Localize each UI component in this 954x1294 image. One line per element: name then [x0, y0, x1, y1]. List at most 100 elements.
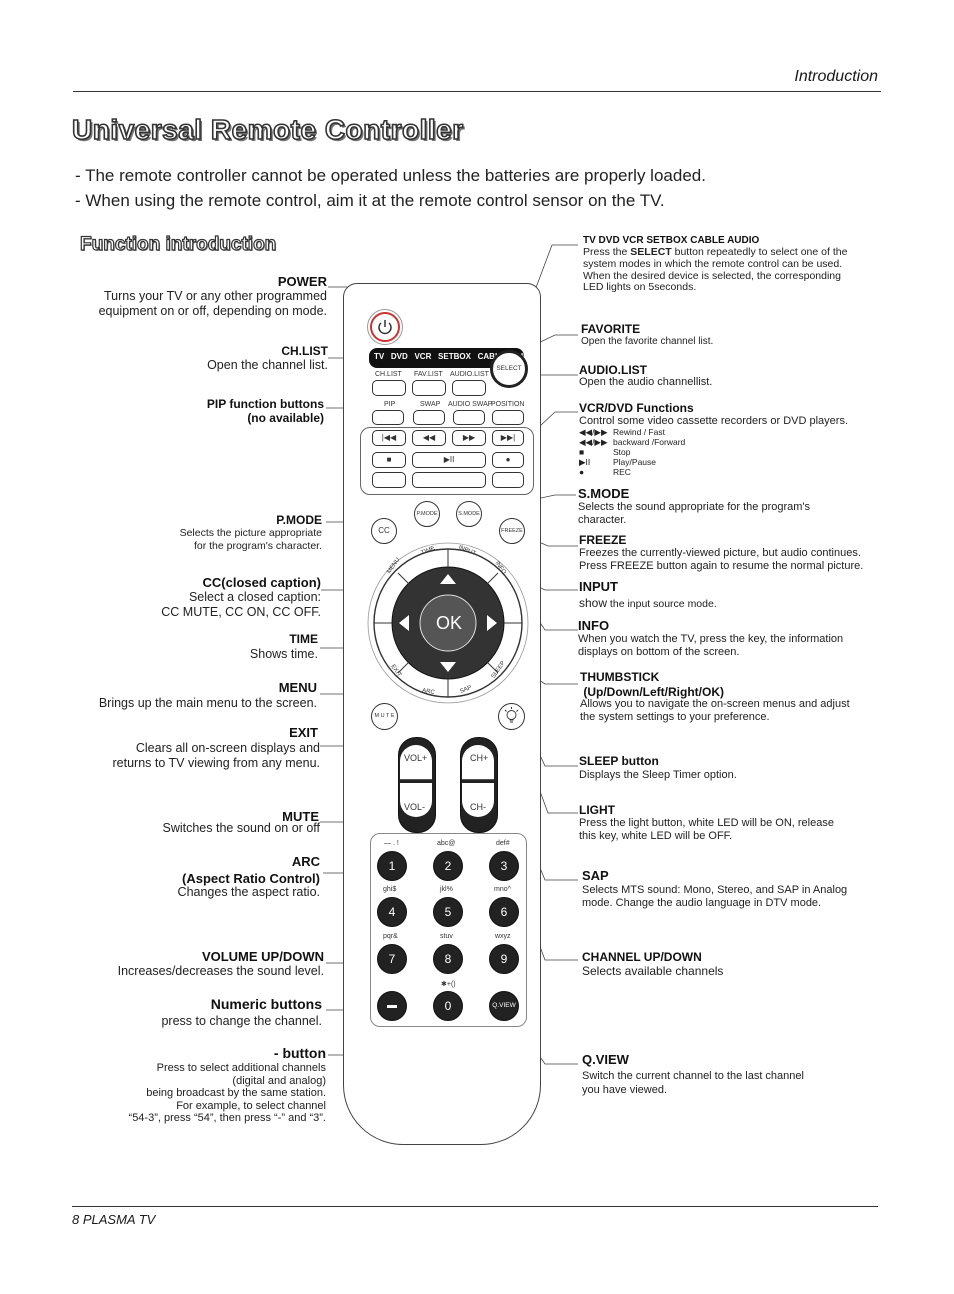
vcr-label: VCR/DVD Functions — [579, 401, 694, 415]
vcr-legend-text: Rewind / Fast — [613, 427, 665, 437]
smode-button[interactable]: S.MODE — [456, 501, 482, 527]
mode-audio[interactable]: AUDIO — [511, 352, 538, 361]
qview-button[interactable]: Q.VIEW — [489, 991, 519, 1021]
mode-labels: TV DVD VCR SETBOX CABLE AUDIO — [374, 352, 537, 361]
record-button[interactable]: ● — [492, 452, 524, 468]
blank-button-right[interactable] — [492, 472, 524, 488]
key-6[interactable]: 6 — [489, 897, 519, 927]
next-button[interactable]: ▶▶| — [492, 430, 524, 446]
key-7-letters: pqr& — [383, 933, 398, 940]
rewind-button[interactable]: ◀◀ — [412, 430, 446, 446]
mode-tv[interactable]: TV — [374, 352, 385, 361]
mode-desc: Press the SELECT button repeatedly to se… — [583, 246, 847, 294]
key-3[interactable]: 3 — [489, 851, 519, 881]
mode-cable[interactable]: CABLE — [477, 352, 506, 361]
pip-button[interactable] — [372, 410, 404, 425]
audiolist-desc: Open the audio channellist. — [579, 376, 713, 388]
vcr-legend-text: Play/Pause — [613, 457, 656, 467]
play-pause-button[interactable]: ▶II — [412, 452, 486, 468]
freeze-desc-line1: Freezes the currently-viewed picture, bu… — [579, 547, 861, 559]
header-rule — [73, 91, 881, 92]
record-icon: ● — [579, 467, 585, 477]
key-8[interactable]: 8 — [433, 944, 463, 974]
keypad-frame — [370, 833, 527, 1027]
blank-button-center[interactable] — [412, 472, 486, 488]
position-key-label: POSITION — [491, 401, 525, 408]
dash-desc: Press to select additional channels(digi… — [129, 1062, 326, 1125]
section-subtitle: Function introduction — [79, 233, 277, 255]
pip-label: PIP function buttons(no available) — [207, 397, 324, 425]
stop-button[interactable]: ■ — [372, 452, 406, 468]
fastforward-button[interactable]: ▶▶ — [452, 430, 486, 446]
key-0[interactable]: 0 — [433, 991, 463, 1021]
key-4-letters: ghi$ — [383, 886, 397, 893]
nav-ring — [367, 542, 529, 704]
qview-label: Q.VIEW — [582, 1052, 629, 1067]
power-icon — [378, 320, 392, 335]
swap-key-label: SWAP — [420, 401, 441, 408]
audioswap-button[interactable] — [453, 410, 485, 425]
mode-dvd[interactable]: DVD — [390, 352, 408, 361]
prev-button[interactable]: |◀◀ — [372, 430, 406, 446]
freeze-button[interactable]: FREEZE — [499, 518, 525, 544]
power-button[interactable] — [370, 312, 400, 342]
key-0-letters: ✱+() — [441, 981, 456, 988]
mode-vcr[interactable]: VCR — [414, 352, 432, 361]
info-label: INFO — [578, 618, 610, 633]
pip-label-line2: (no available) — [247, 411, 324, 425]
key-1-letters: — . ! — [384, 840, 399, 847]
audiolist-button[interactable] — [452, 380, 486, 396]
light-desc: Press the light button, white LED will b… — [579, 817, 834, 843]
cc-label: CC(closed caption) — [202, 575, 321, 590]
qview-desc-line2: you have viewed. — [582, 1083, 667, 1096]
footer-rule — [72, 1206, 878, 1207]
favlist-key-label: FAV.LIST — [414, 371, 443, 378]
audiolist-label: AUDIO.LIST — [579, 363, 647, 377]
key-2-letters: abc@ — [437, 840, 456, 847]
mode-setbox[interactable]: SETBOX — [438, 352, 471, 361]
select-button[interactable]: SELECT — [490, 350, 528, 388]
arc-label-line2: (Aspect Ratio Control) — [182, 871, 320, 886]
ok-button[interactable]: OK — [436, 613, 463, 633]
audiolist-key-label: AUDIO.LIST — [450, 371, 489, 378]
menu-desc: Brings up the main menu to the screen. — [98, 696, 317, 710]
exit-desc-line2: returns to TV viewing from any menu. — [112, 755, 321, 770]
vol-down-button[interactable] — [400, 783, 432, 817]
favorite-label: FAVORITE — [581, 322, 641, 336]
key-9[interactable]: 9 — [489, 944, 519, 974]
light-button[interactable] — [498, 703, 525, 730]
key-4[interactable]: 4 — [377, 897, 407, 927]
mode-desc-line2: system modes in which the remote control… — [583, 257, 843, 270]
ch-down-button[interactable] — [462, 783, 494, 817]
favlist-button[interactable] — [412, 380, 446, 396]
time-desc: Shows time. — [249, 647, 318, 661]
position-button[interactable] — [492, 410, 524, 425]
blank-button-left[interactable] — [372, 472, 406, 488]
key-5-letters: jkl% — [440, 886, 453, 893]
cc-desc-line1: Select a closed caption: — [188, 590, 321, 604]
dash-button[interactable] — [377, 991, 407, 1021]
key-2[interactable]: 2 — [433, 851, 463, 881]
qview-desc: Switch the current channel to the last c… — [582, 1070, 804, 1097]
swap-button[interactable] — [413, 410, 445, 425]
sap-desc: Selects MTS sound: Mono, Stereo, and SAP… — [582, 884, 847, 910]
pmode-desc-line1: Selects the picture appropriate — [179, 527, 322, 539]
input-desc: show the input source mode. — [579, 596, 717, 612]
ch-up-button[interactable] — [462, 745, 494, 780]
chlist-key-label: CH.LIST — [375, 371, 402, 378]
chlist-button[interactable] — [372, 380, 406, 396]
dash-desc-line4: For example, to select channel — [176, 1099, 326, 1112]
pmode-button[interactable]: P.MODE — [414, 501, 440, 527]
key-1[interactable]: 1 — [377, 851, 407, 881]
cc-button[interactable]: CC — [371, 518, 397, 544]
thumb-desc-line2: the system settings to your preference. — [580, 711, 770, 723]
vol-up-button[interactable] — [400, 745, 432, 780]
info-desc-line2: displays on bottom of the screen. — [578, 646, 740, 658]
key-7[interactable]: 7 — [377, 944, 407, 974]
key-5[interactable]: 5 — [433, 897, 463, 927]
thumb-label: THUMBSTICK (Up/Down/Left/Right/OK) — [580, 670, 724, 700]
mute-button[interactable]: M U T E — [371, 703, 398, 730]
smode-desc-line2: character. — [578, 514, 627, 526]
